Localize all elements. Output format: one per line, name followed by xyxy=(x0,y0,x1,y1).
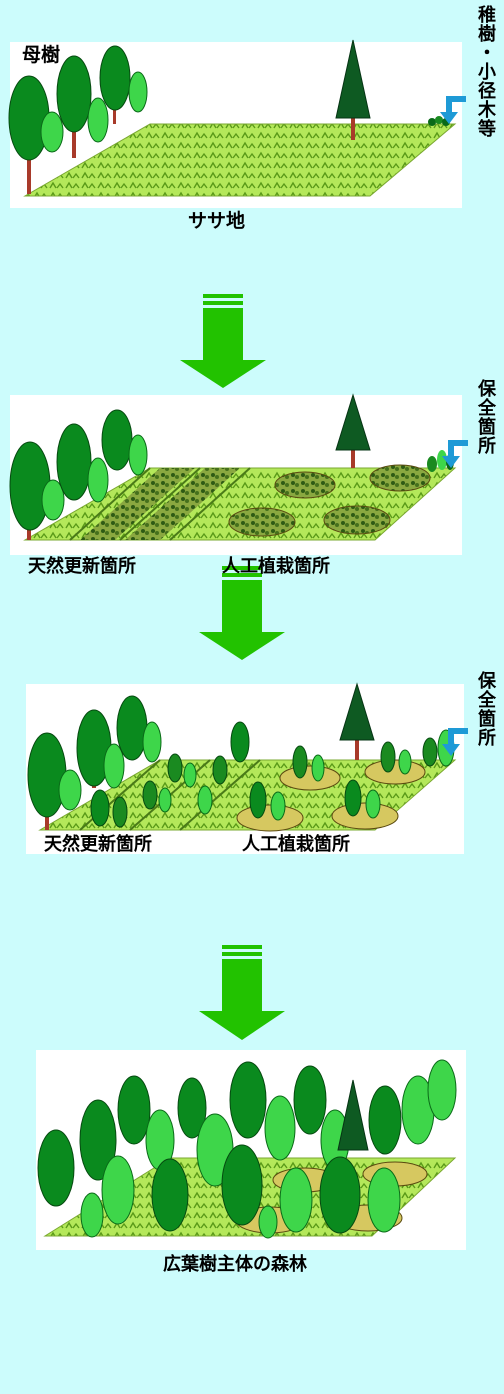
transition-arrow-2 xyxy=(199,566,285,660)
ground-plane xyxy=(23,123,457,197)
planting-plots xyxy=(228,464,431,537)
mother-trees xyxy=(8,45,148,194)
broadleaf-canopy xyxy=(37,1059,457,1239)
planting-plots xyxy=(236,741,426,832)
marker-arrow-icon xyxy=(440,96,466,124)
conifer xyxy=(339,682,375,760)
stage3-left-label: 天然更新箇所 xyxy=(44,834,152,855)
stage2-right-label: 人工植栽箇所 xyxy=(222,556,330,577)
stage1-top-label: 母樹 xyxy=(22,44,61,66)
stage4-diagram xyxy=(37,1059,457,1239)
stage2-left-label: 天然更新箇所 xyxy=(28,556,136,577)
stage4-bottom-label: 広葉樹主体の森林 xyxy=(163,1254,307,1275)
natural-regen-strip xyxy=(80,468,195,540)
stage3-diagram xyxy=(27,682,468,832)
transition-arrow-3 xyxy=(199,945,285,1040)
stage3-side-label: 保全箇所 xyxy=(478,671,496,749)
transition-arrow-1 xyxy=(180,294,266,388)
stage2-side-label: 保全箇所 xyxy=(478,379,496,457)
natural-regen-trees xyxy=(90,721,250,828)
stage3-right-label: 人工植栽箇所 xyxy=(242,834,350,855)
stage1-diagram xyxy=(8,39,466,197)
stage2-diagram xyxy=(9,393,468,541)
conifer xyxy=(335,393,371,468)
marker-arrow-icon xyxy=(442,728,468,756)
mother-trees xyxy=(9,409,148,540)
mother-trees xyxy=(27,695,162,830)
conifer xyxy=(335,39,371,140)
marker-arrow-icon xyxy=(442,440,468,468)
stage1-bottom-label: ササ地 xyxy=(188,210,246,232)
stage1-side-label: 稚樹・小径木等 xyxy=(478,5,496,140)
natural-regen-strip xyxy=(125,468,240,540)
